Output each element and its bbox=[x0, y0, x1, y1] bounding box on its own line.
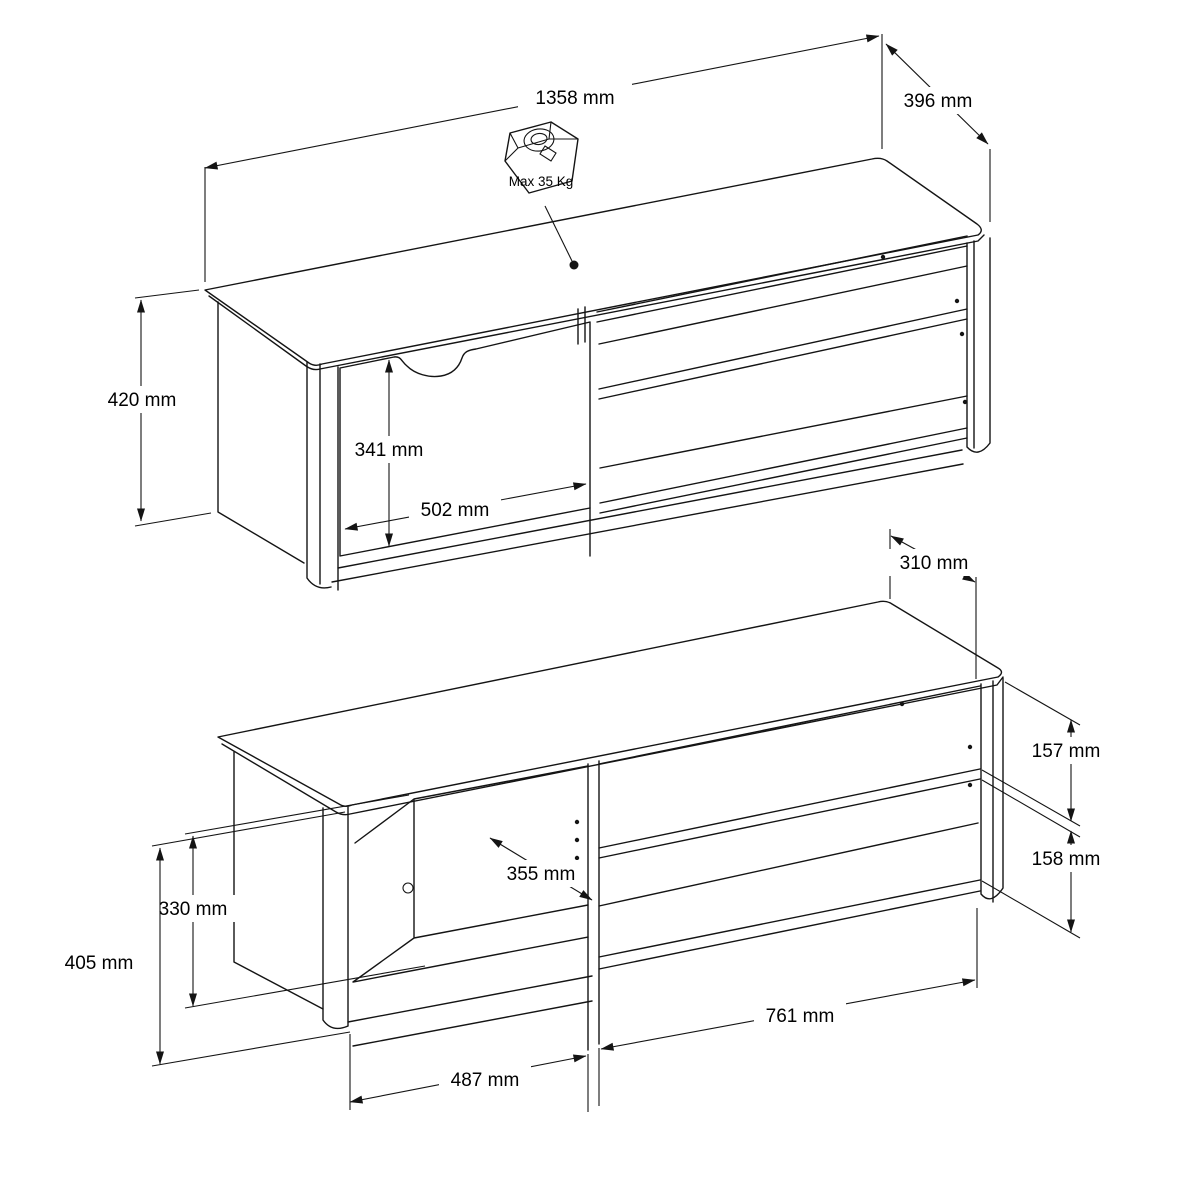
extension-lines bbox=[981, 681, 1081, 827]
front-right-pillar bbox=[966, 237, 991, 453]
right-section-width-label: 761 mm bbox=[766, 1006, 835, 1027]
door-width-label: 502 mm bbox=[421, 500, 490, 521]
label-backing bbox=[409, 496, 501, 523]
dim-total-height: 405 mm bbox=[52, 811, 351, 1067]
leader-line bbox=[544, 205, 573, 262]
dim-door-height: 341 mm bbox=[343, 359, 435, 547]
rear-isometric-view: 310 mm 157 mm 158 mm 330 mm bbox=[52, 529, 1112, 1112]
extension-lines bbox=[204, 34, 883, 282]
dim-depth: 396 mm bbox=[885, 43, 991, 222]
height-label: 420 mm bbox=[108, 390, 177, 411]
cable-hole bbox=[402, 882, 414, 894]
front-center-divider bbox=[577, 306, 591, 557]
label-backing bbox=[439, 1066, 531, 1093]
front-left-pillar bbox=[306, 361, 339, 591]
pin-hole bbox=[954, 298, 960, 304]
label-backing bbox=[518, 83, 632, 110]
weight-ring-inner bbox=[530, 132, 548, 146]
front-isometric-view: 1358 mm 396 mm 420 mm 341 mm 502 mm bbox=[96, 34, 991, 591]
pin-hole bbox=[899, 701, 905, 707]
overall-width-label: 1358 mm bbox=[535, 88, 614, 109]
door-height-label: 341 mm bbox=[355, 440, 424, 461]
label-backing bbox=[888, 549, 980, 576]
dim-left-section-width: 487 mm bbox=[349, 1034, 600, 1112]
upper-shelf-space-label: 157 mm bbox=[1032, 741, 1101, 762]
front-door-panel bbox=[339, 321, 591, 557]
extension-lines bbox=[151, 811, 351, 1067]
pin-hole bbox=[574, 855, 580, 861]
front-base-rails bbox=[331, 449, 964, 583]
label-backing bbox=[495, 860, 587, 887]
rear-top-board-thickness bbox=[221, 676, 1004, 816]
label-backing bbox=[343, 436, 435, 463]
depth-label: 396 mm bbox=[904, 91, 973, 112]
rear-right-pillar bbox=[980, 677, 1004, 903]
pin-hole bbox=[574, 819, 580, 825]
pin-hole bbox=[962, 399, 968, 405]
rear-left-side-panel bbox=[233, 751, 324, 1010]
pin-hole bbox=[959, 331, 965, 337]
front-bottom-shelf bbox=[599, 395, 968, 514]
front-left-side-panel bbox=[217, 301, 305, 564]
pin-hole bbox=[574, 837, 580, 843]
rear-cabinet-interior bbox=[352, 765, 589, 983]
front-back-top-rail bbox=[596, 235, 968, 323]
lower-shelf-space-label: 158 mm bbox=[1032, 849, 1101, 870]
dim-overall-width: 1358 mm bbox=[204, 34, 883, 282]
front-top-board-thickness bbox=[208, 234, 985, 371]
front-top-board-outline bbox=[204, 157, 982, 366]
front-middle-shelf bbox=[598, 265, 968, 400]
interior-height-label: 330 mm bbox=[159, 899, 228, 920]
label-backing bbox=[754, 1002, 846, 1029]
rear-shelf-lines bbox=[598, 685, 981, 970]
label-backing bbox=[892, 87, 984, 114]
dim-right-section-width: 761 mm bbox=[600, 908, 978, 1051]
label-backing bbox=[96, 386, 188, 413]
label-backing bbox=[52, 949, 147, 976]
pin-hole bbox=[880, 254, 886, 260]
left-section-width-label: 487 mm bbox=[451, 1070, 520, 1091]
weight-ring-pin bbox=[539, 145, 557, 162]
leader-dot bbox=[569, 260, 579, 270]
rear-top-board-outline bbox=[217, 600, 1003, 807]
interior-depth-label: 355 mm bbox=[507, 864, 576, 885]
max-load-label: Max 35 Kg bbox=[509, 174, 574, 189]
pin-hole bbox=[967, 744, 973, 750]
dim-top-depth: 310 mm bbox=[888, 529, 980, 679]
dim-upper-shelf-space: 157 mm bbox=[981, 681, 1112, 827]
top-depth-label: 310 mm bbox=[900, 553, 969, 574]
extension-lines bbox=[184, 794, 426, 1009]
weight-limit-icon: Max 35 Kg bbox=[504, 121, 579, 270]
rear-left-pillar bbox=[322, 806, 349, 1030]
dim-door-width: 502 mm bbox=[344, 482, 587, 531]
total-height-label: 405 mm bbox=[65, 953, 134, 974]
dim-lower-shelf-space: 158 mm bbox=[981, 779, 1112, 939]
label-backing bbox=[1020, 845, 1112, 872]
rear-center-divider bbox=[587, 760, 600, 1051]
weight-ring-outer bbox=[523, 128, 555, 152]
dim-interior-depth: 355 mm bbox=[489, 837, 593, 901]
extension-lines bbox=[134, 289, 212, 527]
pin-hole bbox=[967, 782, 973, 788]
rear-base-rails bbox=[347, 975, 593, 1047]
extension-lines bbox=[981, 779, 1081, 939]
label-backing bbox=[1020, 737, 1112, 764]
dim-height: 420 mm bbox=[96, 289, 212, 527]
